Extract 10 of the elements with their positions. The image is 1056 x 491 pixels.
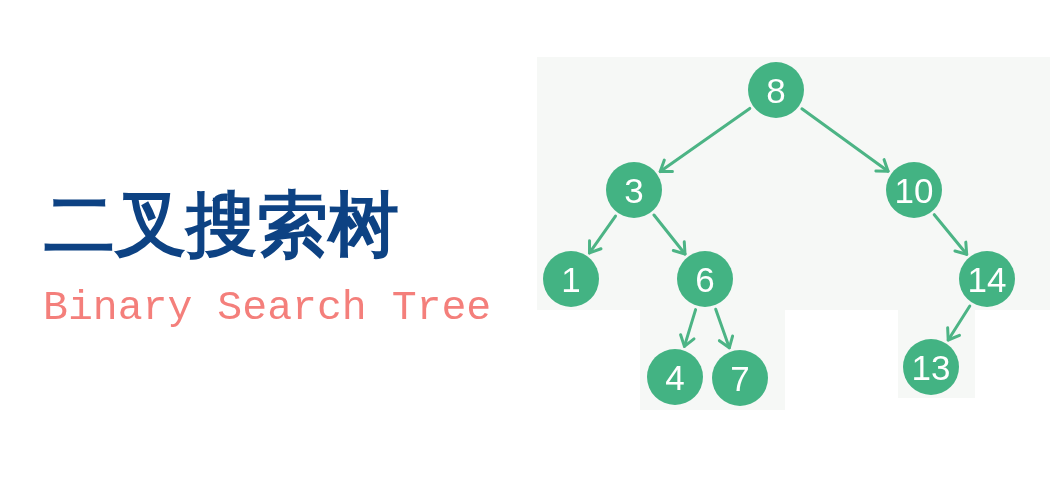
title: 二叉搜索树 xyxy=(44,186,399,265)
arrow xyxy=(679,308,698,348)
arrow xyxy=(658,106,752,174)
arrow xyxy=(932,213,969,256)
arrow xyxy=(800,107,890,173)
arrow xyxy=(588,214,617,255)
arrow xyxy=(714,307,735,350)
subtitle: Binary Search Tree xyxy=(43,285,492,331)
arrow xyxy=(946,304,972,342)
arrow xyxy=(652,213,687,256)
